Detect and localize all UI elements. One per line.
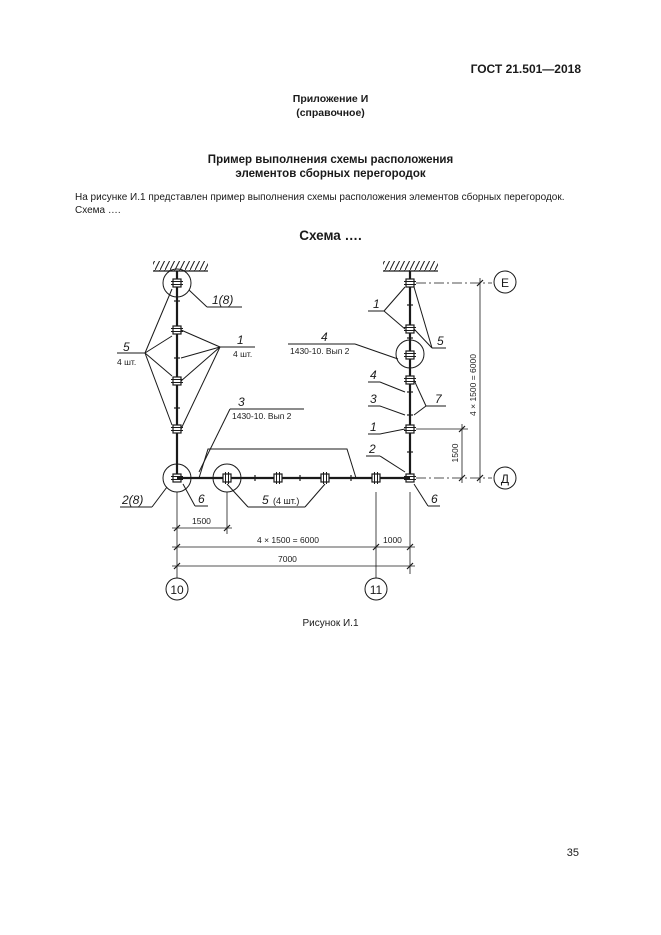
dim-1000: 1000 xyxy=(383,535,402,545)
label-3-right: 3 xyxy=(370,392,377,406)
label-1-left-qty: 4 шт. xyxy=(233,349,252,359)
dim-4x1500-vertical: 4 × 1500 = 6000 xyxy=(468,354,478,416)
label-1-left: 1 xyxy=(237,333,244,347)
label-6-right: 6 xyxy=(431,492,438,506)
ceiling-hatch-right xyxy=(383,261,438,272)
axis-bubble-10: 10 xyxy=(165,577,189,601)
label-1-8: 1(8) xyxy=(212,293,233,307)
dim-1500-horizontal: 1500 xyxy=(192,516,211,526)
axis-bubble-11: 11 xyxy=(364,577,388,601)
label-7-right: 7 xyxy=(435,392,443,406)
label-2-8: 2(8) xyxy=(121,493,143,507)
scheme-title: Схема …. xyxy=(299,228,362,243)
label-5-bottom-qty: (4 шт.) xyxy=(273,496,299,506)
partition-right xyxy=(407,271,413,478)
detail-circle-left-top xyxy=(162,268,192,298)
intro-line2: Схема …. xyxy=(75,205,121,216)
axis-lines xyxy=(176,282,492,578)
axis-label-E: Е xyxy=(501,276,509,290)
dim-4x1500-horizontal: 4 × 1500 = 6000 xyxy=(257,535,319,545)
axis-label-D: Д xyxy=(501,472,509,486)
label-6-left: 6 xyxy=(198,492,205,506)
detail-circle-right xyxy=(395,339,425,369)
label-5-left-qty: 4 шт. xyxy=(117,357,136,367)
axis-label-11: 11 xyxy=(370,583,383,597)
label-1-right: 1 xyxy=(370,420,377,434)
axis-label-10: 10 xyxy=(170,583,184,597)
ceiling-hatch-left xyxy=(153,261,208,272)
figure-caption: Рисунок И.1 xyxy=(302,618,359,629)
dimension-lines-vertical xyxy=(416,278,484,483)
section-title-line2: элементов сборных перегородок xyxy=(235,168,426,180)
page-number: 35 xyxy=(566,847,579,859)
leader-lines xyxy=(117,286,446,508)
label-1-right-top: 1 xyxy=(373,297,380,311)
intro-line1: На рисунке И.1 представлен пример выполн… xyxy=(75,192,565,203)
partition-left xyxy=(174,271,180,478)
document-number: ГОСТ 21.501—2018 xyxy=(470,62,581,76)
label-4-right-top: 4 xyxy=(321,330,328,344)
intro-paragraph: На рисунке И.1 представлен пример выполн… xyxy=(75,191,595,217)
dim-1500-vertical: 1500 xyxy=(450,443,460,462)
dimension-lines-horizontal xyxy=(172,492,415,574)
label-3-mid: 3 xyxy=(238,395,245,409)
label-5-bottom: 5 xyxy=(262,493,269,507)
dim-7000: 7000 xyxy=(278,554,297,564)
appendix-subtitle: (справочное) xyxy=(296,107,365,119)
section-title-line1: Пример выполнения схемы расположения xyxy=(207,154,454,166)
partition-horizontal xyxy=(177,475,410,481)
axis-bubble-E: Е xyxy=(493,270,517,294)
label-3-mid-spec: 1430-10. Вып 2 xyxy=(232,411,292,421)
label-5-right: 5 xyxy=(437,334,444,348)
label-5-left: 5 xyxy=(123,340,130,354)
axis-bubble-D: Д xyxy=(493,466,517,490)
appendix-title: Приложение И xyxy=(292,93,369,105)
label-4-right-top-spec: 1430-10. Вып 2 xyxy=(290,346,350,356)
label-4-right: 4 xyxy=(370,368,377,382)
label-2-right: 2 xyxy=(368,442,376,456)
